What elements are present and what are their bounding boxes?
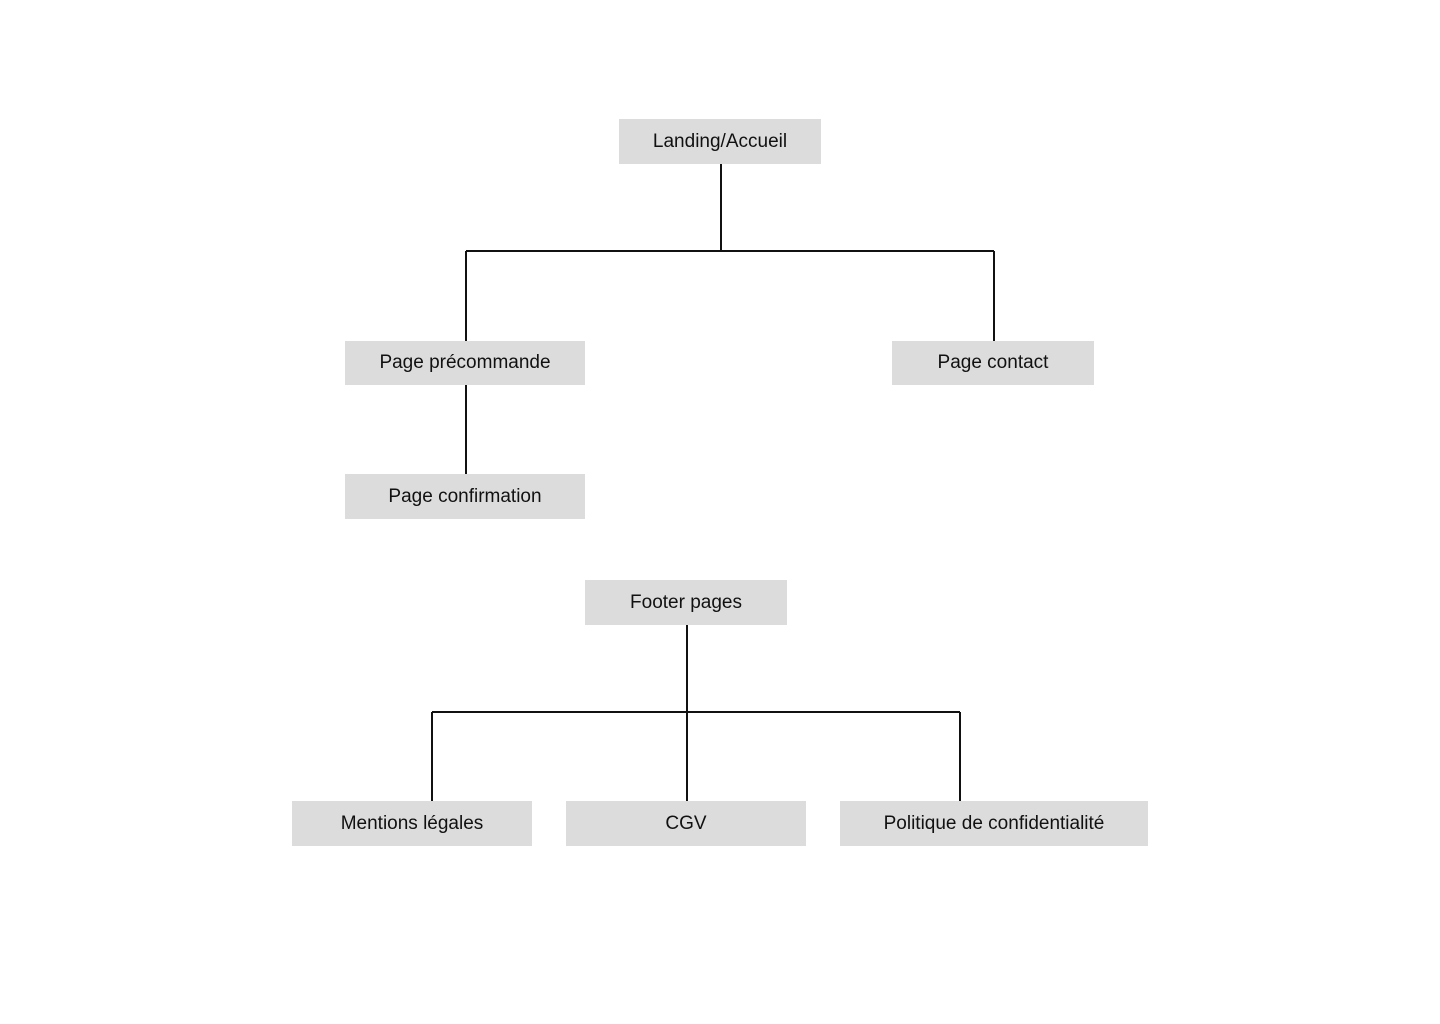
node-label: Footer pages — [630, 591, 742, 613]
node-label: Politique de confidentialité — [883, 812, 1105, 834]
node-label: Landing/Accueil — [652, 130, 788, 152]
node-landing-accueil: Landing/Accueil — [619, 119, 821, 164]
node-footer-pages: Footer pages — [585, 580, 787, 625]
node-cgv: CGV — [566, 801, 806, 846]
node-page-precommande: Page précommande — [345, 341, 585, 385]
node-mentions-legales: Mentions légales — [292, 801, 532, 846]
node-page-contact: Page contact — [892, 341, 1094, 385]
node-politique-confidentialite: Politique de confidentialité — [840, 801, 1148, 846]
node-label: Page contact — [937, 352, 1049, 373]
node-page-confirmation: Page confirmation — [345, 474, 585, 519]
node-label: Page précommande — [379, 352, 551, 373]
node-label: CGV — [665, 812, 707, 834]
node-label: Mentions légales — [340, 812, 484, 834]
node-label: Page confirmation — [388, 485, 542, 507]
